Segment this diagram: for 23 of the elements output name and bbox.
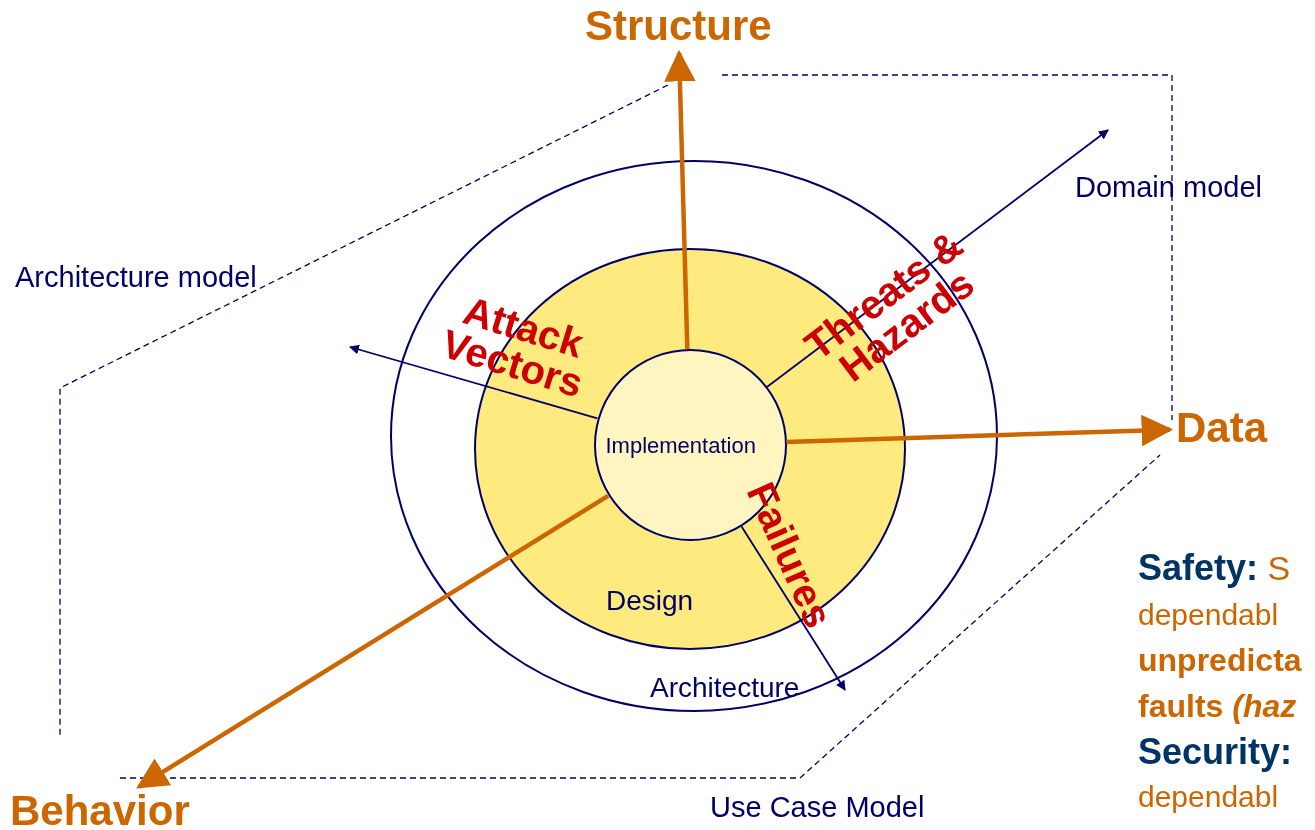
ring-label: Architecture — [650, 672, 800, 704]
axis-label: Behavior — [10, 790, 190, 830]
note-text: faults (haz — [1138, 690, 1297, 722]
ring-label: Design — [606, 585, 694, 617]
note-text: dependabl — [1138, 600, 1279, 630]
arrow — [766, 129, 1109, 388]
note-text: dependabl — [1138, 782, 1279, 812]
model-label: Architecture model — [15, 263, 257, 292]
note-text: unpredicta — [1138, 644, 1302, 676]
arrow — [740, 525, 846, 691]
arrow — [136, 493, 610, 789]
arrow — [664, 49, 696, 350]
outer-circle — [390, 160, 998, 712]
arrow — [349, 344, 599, 420]
ring-label: Implementation — [605, 433, 756, 459]
axis-label: Data — [1176, 407, 1268, 449]
note-text: Safety: S — [1138, 550, 1291, 586]
model-label: Domain model — [1075, 173, 1262, 202]
note-text: Security: — [1138, 734, 1293, 770]
arrow — [786, 414, 1174, 447]
model-label: Use Case Model — [710, 793, 925, 822]
axis-label: Structure — [585, 5, 772, 47]
edge-label: Attack Vectors — [435, 286, 590, 408]
